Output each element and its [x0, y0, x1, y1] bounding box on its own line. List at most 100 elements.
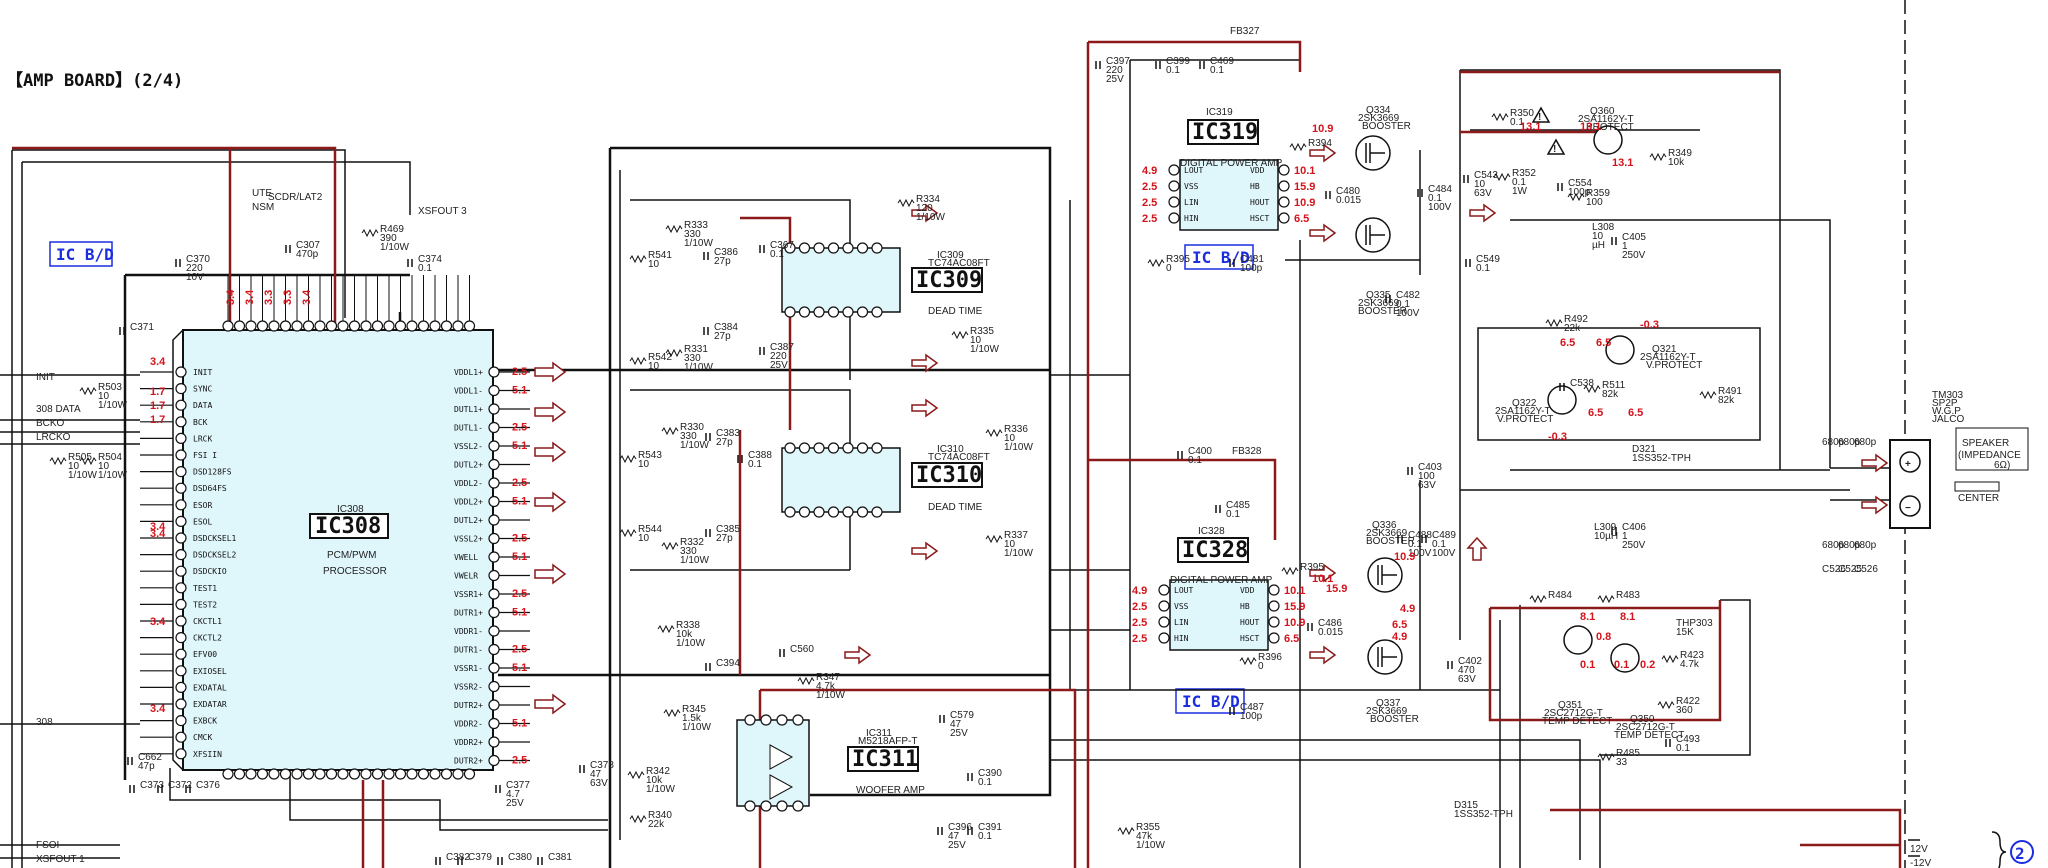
- component-label: R423: [1680, 650, 1704, 661]
- component-label: 0.1: [1476, 263, 1490, 274]
- component-label: 10µH: [1594, 531, 1618, 542]
- amp-pin-label: VSS: [1184, 182, 1199, 191]
- resistor-symbol: [1649, 152, 1667, 162]
- component-label: 390: [380, 233, 397, 244]
- ic308-chip: IC308 IC308 PCM/PWM PROCESSOR: [172, 329, 494, 771]
- component-label: 25V: [506, 798, 524, 809]
- component-label: 25V: [948, 840, 966, 851]
- component-label: 25V: [950, 728, 968, 739]
- ic310-part: TC74AC08FT: [928, 452, 990, 463]
- ic308-pin: [222, 320, 234, 332]
- svg-text:TEMP DETECT: TEMP DETECT: [1614, 730, 1684, 741]
- logic-pin: [798, 506, 811, 518]
- transistor-q350: Q350 2SC2712G-T TEMP DETECT: [1610, 643, 1684, 741]
- speaker-plus: +: [1905, 459, 1911, 470]
- component-label: 0.1: [1676, 743, 1690, 754]
- svg-text:C525: C525: [1838, 564, 1862, 575]
- signal-308-data: 308 DATA: [36, 404, 81, 415]
- ic308-pin-label: DSDCKSEL2: [193, 551, 237, 560]
- component-label: 10: [1004, 539, 1016, 550]
- ic308-desc1: PCM/PWM: [327, 550, 376, 561]
- svg-text:PROTECT: PROTECT: [1586, 122, 1634, 133]
- component-label: C372: [168, 780, 192, 791]
- resistor-symbol: [985, 534, 1003, 544]
- ic308-pin: [348, 768, 361, 780]
- component-label: L308: [1592, 222, 1615, 233]
- component-label: R396: [1258, 652, 1282, 663]
- ic308-pin: [222, 768, 234, 780]
- ic308-pin: [488, 495, 500, 508]
- component-label: C662: [138, 752, 162, 763]
- ic308-pin: [488, 569, 500, 582]
- component-label: R469: [380, 224, 404, 235]
- component-label: 0.1: [748, 459, 762, 470]
- voltage-label: 3.4: [301, 289, 313, 305]
- component-label: 330: [680, 546, 697, 557]
- ic328-name: IC328: [1182, 538, 1248, 563]
- svg-text:2SA1162Y-T: 2SA1162Y-T: [1578, 114, 1634, 125]
- component-label: R345: [682, 704, 706, 715]
- ic308-pin: [175, 615, 187, 627]
- amp-pin-label: VDD: [1250, 166, 1265, 175]
- mosfet-q336: Q336 2SK3669 BOOSTER: [1366, 520, 1415, 593]
- ic308-pin-label: DUTL1-: [454, 424, 483, 433]
- resistor-symbol: [1597, 752, 1615, 762]
- component-label: C371: [130, 322, 154, 333]
- ic308-pin: [175, 565, 187, 577]
- svg-text:Q322: Q322: [1512, 398, 1537, 409]
- speaker-ref: TM303: [1932, 390, 1964, 401]
- signal-scdr: SCDR/LAT2: [268, 192, 323, 203]
- component-label: R503: [98, 382, 122, 393]
- amp-pin-label: HOUT: [1250, 198, 1269, 207]
- component-label: 1/10W: [816, 690, 845, 701]
- logic-pin: [776, 800, 788, 812]
- resistor-symbol: [657, 624, 675, 634]
- amp-pin: [1278, 196, 1290, 208]
- ic308-pin: [406, 320, 418, 332]
- resistor-symbol: [1699, 390, 1717, 400]
- logic-pin: [813, 306, 825, 318]
- voltage-label: 10.9: [1284, 617, 1305, 629]
- component-label: R492: [1564, 314, 1588, 325]
- component-label: 1/10W: [676, 638, 705, 649]
- logic-pin: [784, 442, 796, 454]
- ic308-bottom-pins: [222, 768, 476, 780]
- voltage-label: -0.3: [1640, 319, 1659, 331]
- voltage-label: 8.1: [1580, 611, 1595, 623]
- ic308-pin-label: VSSR1-: [454, 664, 483, 673]
- signal-xsfout1: XSFOUT 1: [36, 854, 85, 865]
- ic308-right-pins: VDDL1+VDDL1-DUTL1+DUTL1-VSSL2-DUTL2+VDDL…: [454, 366, 530, 767]
- top-signal-labels: UTE NSM SCDR/LAT2 XSFOUT 3: [252, 188, 467, 217]
- ic308-pin: [175, 731, 187, 743]
- ic308-pin-label: DUTL1+: [454, 405, 483, 414]
- voltage-label: 5.1: [512, 607, 527, 619]
- signal-ute: UTE: [252, 188, 272, 199]
- voltage-label: 3.4: [225, 289, 237, 305]
- ic308-pin: [488, 421, 500, 434]
- component-label: 120: [916, 203, 933, 214]
- component-label: C554: [1568, 178, 1592, 189]
- ic308-pin-label: DUTR2+: [454, 701, 483, 710]
- voltage-label: 2.5: [1142, 197, 1157, 209]
- component-label: C469: [1210, 56, 1234, 67]
- ic308-pin: [302, 768, 315, 780]
- voltage-label: 3.4: [244, 289, 256, 305]
- svg-text:2SC2712G-T: 2SC2712G-T: [1544, 708, 1603, 719]
- resistor-symbol: [629, 254, 647, 264]
- component-label: 0.1: [1226, 509, 1240, 520]
- svg-text:2SK3669: 2SK3669: [1366, 528, 1408, 539]
- amp-pin: [1168, 164, 1180, 176]
- component-label: 470p: [296, 249, 319, 260]
- amp-pin-label: VDD: [1240, 586, 1255, 595]
- component-label: R504: [98, 452, 122, 463]
- component-label: R395: [1166, 254, 1190, 265]
- ic308-pin: [175, 482, 187, 494]
- ic308-pin: [175, 714, 187, 727]
- component-label: D315: [1454, 800, 1478, 811]
- amp-pin: [1268, 632, 1280, 644]
- ic308-pin: [488, 643, 500, 656]
- component-label: 1SS352-TPH: [1454, 809, 1513, 820]
- svg-text:V.PROTECT: V.PROTECT: [1646, 360, 1702, 371]
